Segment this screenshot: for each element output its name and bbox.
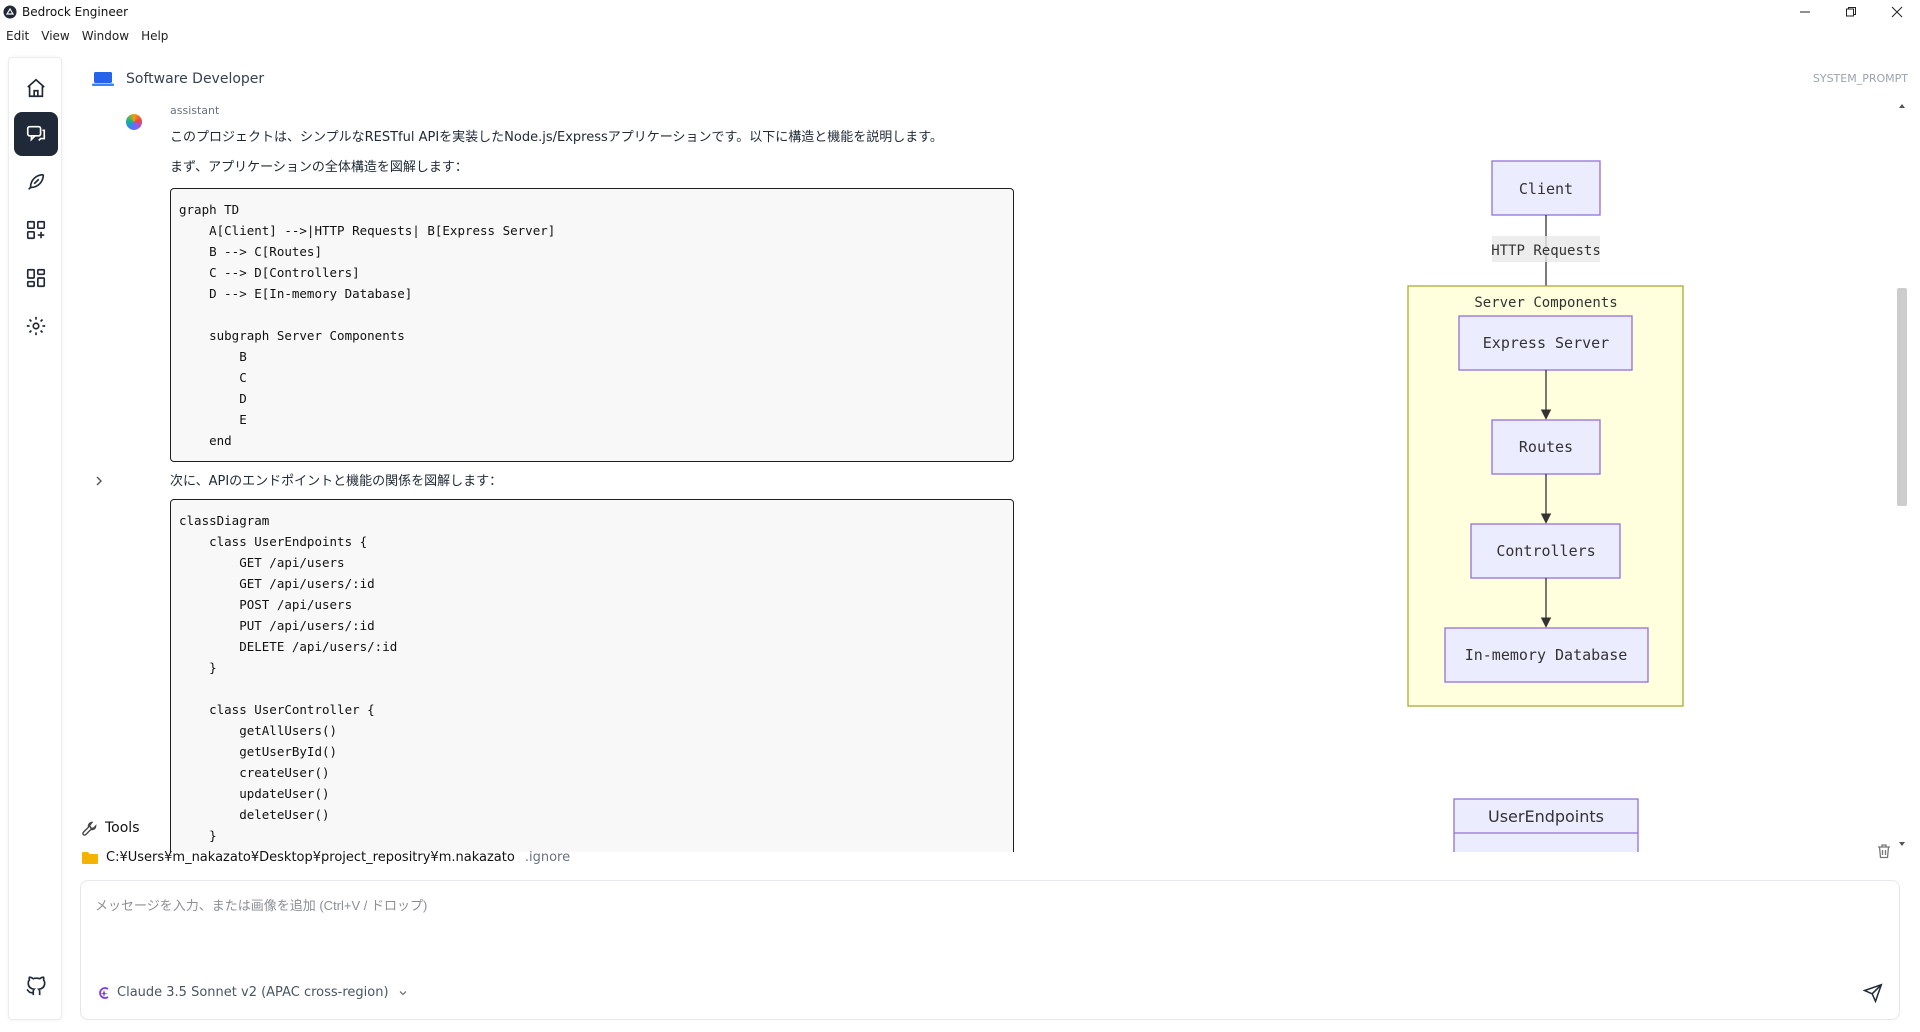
sidebar-item-write[interactable] [14,160,58,204]
claude-icon [99,986,109,999]
menu-bar: Edit View Window Help [0,25,180,47]
message-input[interactable] [95,895,1855,965]
app-logo-icon [3,5,17,19]
agent-name[interactable]: Software Developer [126,71,265,87]
close-icon [1891,6,1903,18]
diagram-controllers-label: Controllers [1496,542,1595,560]
dashboard-icon [26,268,46,288]
sidebar [8,57,62,1020]
sidebar-item-github[interactable] [14,964,58,1008]
diagram-node-routes [1491,419,1601,475]
chat-header: Software Developer [92,68,264,90]
diagram-client-label: Client [1519,180,1573,198]
message-step1: まず、アプリケーションの全体構造を図解します： [170,160,468,175]
restore-icon [1846,7,1856,17]
mermaid-diagram: Client HTTP Requests Server Components E… [1407,160,1684,852]
sidebar-item-settings[interactable] [14,304,58,348]
model-name: Claude 3.5 Sonnet v2 (APAC cross-region) [117,985,389,1000]
sidebar-item-chat[interactable] [14,112,58,156]
menu-edit[interactable]: Edit [6,29,30,43]
ignore-settings-link[interactable]: .ignore [524,850,571,865]
sidebar-item-step-functions[interactable] [14,208,58,252]
chat-messages[interactable]: assistant このプロジェクトは、シンプルなRESTful APIを実装し… [78,96,1898,852]
diagram-class-title: UserEndpoints [1488,807,1604,826]
settings-icon [26,316,46,336]
scrollbar-thumb[interactable] [1897,288,1907,506]
workspace-path[interactable]: C:¥Users¥m_nakazato¥Desktop¥project_repo… [106,850,515,865]
tools-toggle[interactable]: Tools [82,820,140,836]
chevron-down-icon [399,990,406,995]
diagram-node-express [1458,315,1633,371]
send-icon [1863,983,1883,1003]
chevron-right-icon[interactable] [92,474,106,488]
diagram-routes-label: Routes [1519,438,1573,456]
menu-view[interactable]: View [41,29,70,43]
step-functions-icon [26,220,46,240]
message-composer: Claude 3.5 Sonnet v2 (APAC cross-region) [80,880,1900,1020]
feather-icon [28,173,45,190]
message-role: assistant [170,104,220,117]
system-prompt-button[interactable]: SYSTEM_PROMPT [1812,72,1908,85]
minimize-icon [1800,11,1810,13]
scroll-down-icon[interactable] [1898,840,1906,848]
sidebar-item-home[interactable] [14,66,58,110]
diagram-express-label: Express Server [1483,334,1609,352]
tools-label: Tools [105,820,140,836]
github-icon [26,976,46,996]
sidebar-item-dashboard[interactable] [14,256,58,300]
model-selector[interactable]: Claude 3.5 Sonnet v2 (APAC cross-region) [97,985,409,1000]
diagram-edge-label-bg [1492,236,1600,262]
laptop-icon [92,72,114,86]
diagram-database-label: In-memory Database [1465,646,1628,664]
code-block-graph: graph TD A[Client] -->|HTTP Requests| B[… [170,188,1014,462]
message-step2: 次に、APIのエンドポイントと機能の関係を図解します： [170,474,503,489]
restore-button[interactable] [1828,0,1874,24]
chat-scrollbar[interactable] [1894,100,1910,852]
wrench-icon [82,821,97,836]
diagram-node-database [1444,627,1649,683]
folder-icon [82,852,98,864]
chat-icon [26,125,46,142]
home-icon [27,78,45,98]
title-bar: Bedrock Engineer [0,0,1920,24]
minimize-button[interactable] [1782,0,1828,24]
scroll-up-icon[interactable] [1898,102,1906,110]
menu-help[interactable]: Help [141,29,169,43]
diagram-subgraph-title: Server Components [1474,295,1617,311]
message-intro: このプロジェクトは、シンプルなRESTful APIを実装したNode.js/E… [170,130,943,145]
diagram-class-userendpoints [1453,798,1639,852]
assistant-avatar-icon [126,114,142,130]
send-button[interactable] [1861,981,1885,1005]
close-button[interactable] [1874,0,1920,24]
diagram-edge-label: HTTP Requests [1491,243,1601,259]
trash-icon[interactable] [1876,843,1892,859]
window-title: Bedrock Engineer [22,5,129,19]
menu-window[interactable]: Window [81,29,130,43]
workspace-path-row: C:¥Users¥m_nakazato¥Desktop¥project_repo… [82,850,570,865]
diagram-node-controllers [1470,523,1621,579]
code-block-class-diagram: classDiagram class UserEndpoints { GET /… [170,499,1014,852]
